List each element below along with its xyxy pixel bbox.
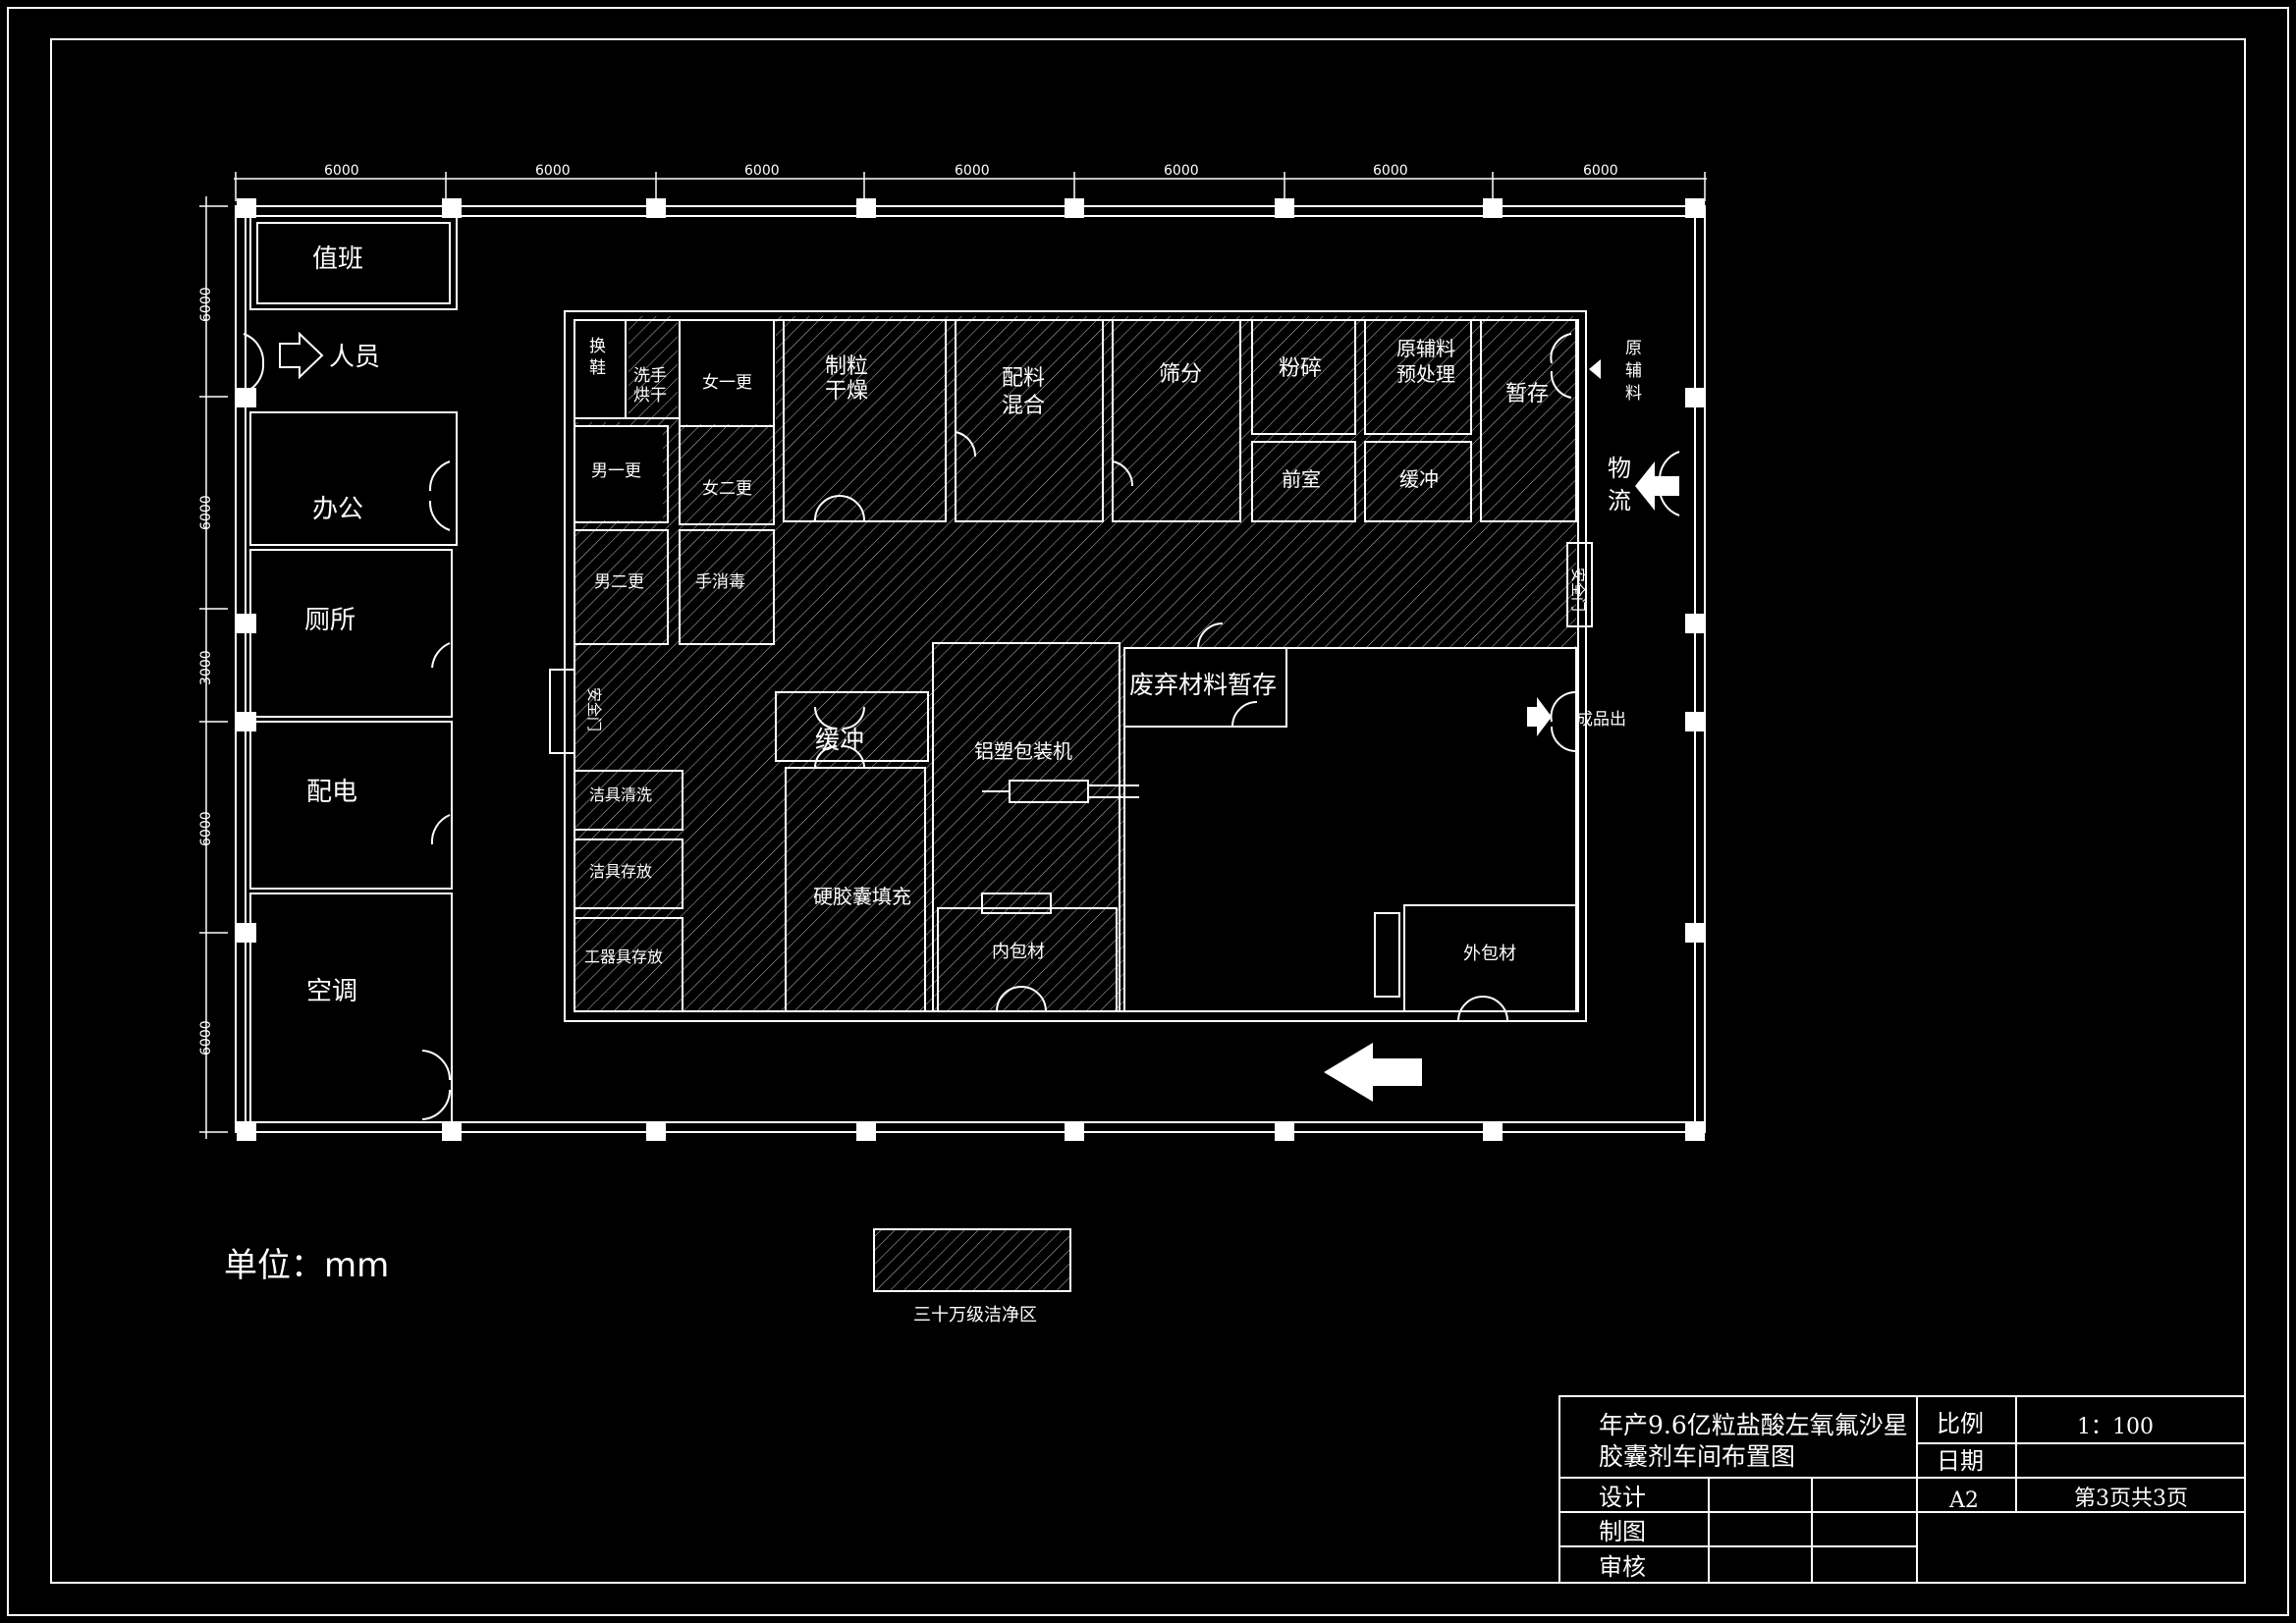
drawing-title-line2: 胶囊剂车间布置图 (1599, 1442, 1795, 1471)
room-outer-packaging: 外包材 (1463, 944, 1516, 964)
room-tool-washing: 洁具清洗 (589, 785, 652, 804)
dim-left-1: 6000 (198, 287, 214, 322)
room-capsule-filling: 硬胶囊填充 (813, 885, 911, 908)
sheet-inner-border (50, 38, 2246, 1584)
dim-top-5: 6000 (1164, 163, 1199, 179)
arrow-right-product (1527, 697, 1552, 736)
room-power: 配电 (306, 778, 357, 807)
dim-left-4: 6000 (198, 811, 214, 846)
dim-top-4: 6000 (955, 163, 990, 179)
clean-zone-legend-swatch (873, 1228, 1071, 1292)
unit-label: 单位：mm (224, 1246, 389, 1285)
dim-top-6: 6000 (1373, 163, 1408, 179)
room-buffer-mid: 缓冲 (815, 726, 864, 754)
scale-label: 比例 (1937, 1410, 1984, 1437)
dim-left-5: 6000 (198, 1020, 214, 1055)
arrow-left-main (1324, 1043, 1422, 1102)
label-logistics: 物流 (1608, 455, 1631, 514)
label-personnel: 人员 (329, 343, 380, 372)
room-crushing: 粉碎 (1279, 356, 1322, 381)
arrow-left-raw-material (1589, 359, 1618, 379)
label-safety-door-left: 安全门 (585, 687, 603, 731)
clean-zone-walls (549, 310, 1593, 1022)
design-label: 设计 (1599, 1484, 1646, 1511)
room-male-change-1: 男一更 (591, 461, 641, 481)
date-label: 日期 (1937, 1447, 1984, 1475)
exterior-walls (235, 205, 1706, 1133)
dim-top-7: 6000 (1583, 163, 1618, 179)
dim-left-3: 3000 (198, 650, 214, 685)
room-duty: 值班 (312, 244, 363, 274)
room-anteroom: 前室 (1282, 467, 1321, 491)
room-temp-storage: 暂存 (1505, 382, 1549, 406)
room-granulation: 制粒干燥 (825, 354, 868, 404)
label-raw-material-in: 原辅料 (1625, 339, 1642, 404)
room-inner-packaging: 内包材 (992, 942, 1045, 962)
title-block-grid (1558, 1395, 2246, 1584)
review-label: 审核 (1599, 1553, 1646, 1581)
dim-top-1: 6000 (324, 163, 359, 179)
page-info: 第3页共3页 (2074, 1487, 2188, 1511)
scale-value: 1：100 (2077, 1415, 2154, 1439)
arrow-right-personnel (279, 331, 324, 380)
room-buffer-top: 缓冲 (1399, 467, 1439, 491)
room-male-change-2: 男二更 (594, 572, 644, 592)
room-pretreatment: 原辅料预处理 (1396, 337, 1455, 386)
room-blister-packing: 铝塑包装机 (974, 739, 1072, 763)
dimension-lines (205, 178, 1707, 1139)
paper-size: A2 (1948, 1488, 1979, 1513)
dimension-ticks (199, 172, 1706, 1133)
room-tool-storage: 洁具存放 (589, 862, 652, 881)
room-office: 办公 (312, 495, 363, 524)
dim-top-3: 6000 (744, 163, 780, 179)
room-toilet: 厕所 (304, 606, 355, 635)
draw-label: 制图 (1599, 1518, 1646, 1545)
sheet-outer-border (7, 7, 2289, 1616)
room-hvac: 空调 (306, 977, 357, 1006)
flow-arrows (279, 331, 324, 380)
label-product-out: 成品出 (1576, 710, 1626, 730)
label-safety-door-right: 安全门 (1569, 568, 1587, 612)
room-female-change-1: 女一更 (702, 373, 752, 393)
room-hand-disinfect: 手消毒 (695, 572, 745, 592)
drawing-title-line1: 年产9.6亿粒盐酸左氧氟沙星 (1599, 1411, 1908, 1439)
flow-arrows-solid (1324, 359, 1679, 1102)
room-handwash: 洗手烘干 (633, 366, 667, 406)
room-equipment-storage: 工器具存放 (584, 947, 663, 966)
non-clean-areas (574, 316, 1576, 1011)
arrow-left-logistics (1635, 461, 1679, 511)
room-waste-storage: 废弃材料暂存 (1129, 671, 1277, 699)
room-sieving: 筛分 (1159, 362, 1202, 387)
service-rooms (249, 215, 458, 1123)
clean-zone-legend-label: 三十万级洁净区 (913, 1305, 1037, 1325)
packaging-machine (981, 780, 1139, 914)
room-female-change-2: 女二更 (702, 479, 752, 499)
dim-left-2: 6000 (198, 495, 214, 530)
room-mixing: 配料混合 (1002, 366, 1045, 418)
room-shoe-change: 换鞋 (589, 337, 606, 378)
dim-top-2: 6000 (535, 163, 571, 179)
